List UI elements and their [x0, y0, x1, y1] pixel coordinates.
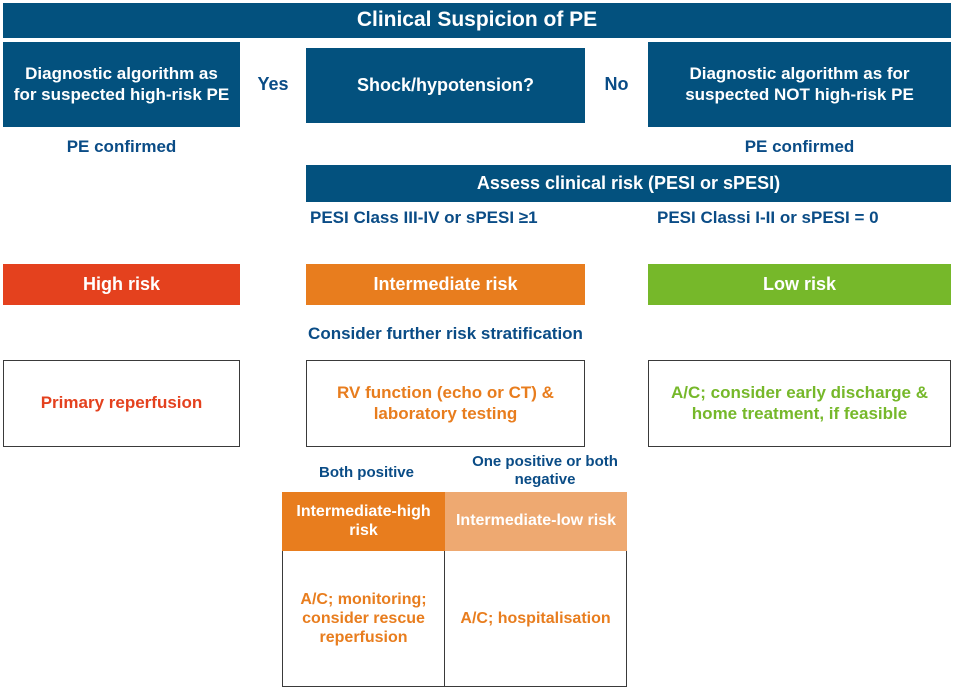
box-primary-reperfusion: Primary reperfusion: [3, 360, 240, 447]
label-one-positive-or-both-negative: One positive or both negative: [472, 453, 618, 488]
box-not-high-risk-algorithm: Diagnostic algorithm as for suspected NO…: [648, 42, 951, 127]
table-cell-intermediate-high-management: A/C; monitoring; consider rescue reperfu…: [283, 551, 446, 686]
label-pe-confirmed-left: PE confirmed: [66, 136, 177, 156]
box-rv-function-testing: RV function (echo or CT) & laboratory te…: [306, 360, 585, 447]
title-bar: Clinical Suspicion of PE: [3, 3, 951, 38]
table-header-intermediate-high: Intermediate-high risk: [282, 492, 445, 551]
bar-assess-clinical-risk: Assess clinical risk (PESI or sPESI): [306, 165, 951, 202]
label-pesi-low: PESI Classi I-II or sPESI = 0: [657, 208, 879, 227]
box-low-risk: Low risk: [648, 264, 951, 305]
label-pesi-intermediate: PESI Class III-IV or sPESI ≥1: [310, 208, 538, 227]
label-yes: Yes: [257, 73, 289, 94]
table-header-row: Intermediate-high risk Intermediate-low …: [282, 492, 627, 551]
intermediate-risk-table: Intermediate-high risk Intermediate-low …: [282, 492, 627, 687]
label-consider-further-stratification: Consider further risk stratification: [308, 323, 583, 343]
table-row: A/C; monitoring; consider rescue reperfu…: [282, 551, 627, 687]
box-high-risk-algorithm: Diagnostic algorithm as for suspected hi…: [3, 42, 240, 127]
box-anticoagulation-early-discharge: A/C; consider early discharge & home tre…: [648, 360, 951, 447]
table-header-intermediate-low: Intermediate-low risk: [445, 492, 627, 551]
label-no: No: [604, 73, 629, 94]
box-high-risk: High risk: [3, 264, 240, 305]
box-shock-hypotension: Shock/hypotension?: [306, 48, 585, 123]
table-cell-intermediate-low-management: A/C; hospitalisation: [445, 551, 626, 686]
label-both-positive: Both positive: [318, 464, 414, 481]
label-pe-confirmed-right: PE confirmed: [744, 136, 855, 156]
box-intermediate-risk: Intermediate risk: [306, 264, 585, 305]
